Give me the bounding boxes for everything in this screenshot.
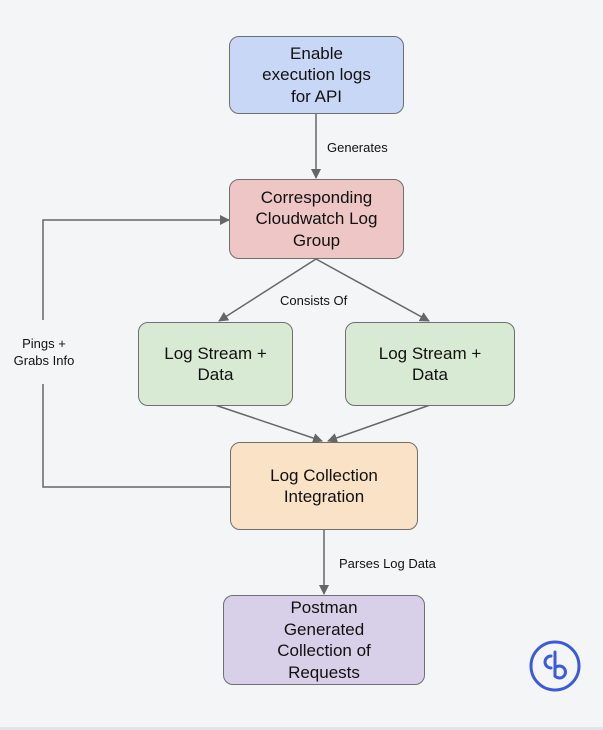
edge-pings-upper bbox=[42, 215, 230, 320]
edge-group-to-left-stream bbox=[218, 258, 317, 322]
bottom-divider bbox=[0, 727, 603, 730]
node-log-stream-right: Log Stream + Data bbox=[345, 322, 515, 406]
node-log-stream-left: Log Stream + Data bbox=[138, 322, 293, 406]
edge-pings-lower bbox=[42, 384, 230, 488]
node-enable-execution-logs: Enable execution logs for API bbox=[229, 36, 404, 114]
node-cloudwatch-log-group: Corresponding Cloudwatch Log Group bbox=[229, 179, 404, 259]
edge-label-parses-log-data: Parses Log Data bbox=[339, 556, 436, 571]
edge-left-stream-to-collection bbox=[214, 404, 323, 443]
cb-logo-icon bbox=[529, 640, 581, 692]
edge-group-to-right-stream bbox=[315, 258, 430, 322]
node-log-collection-integration: Log Collection Integration bbox=[230, 442, 418, 530]
edge-label-consists-of: Consists Of bbox=[280, 293, 348, 308]
edge-label-generates: Generates bbox=[327, 140, 388, 155]
node-postman-collection: Postman Generated Collection of Requests bbox=[223, 595, 425, 685]
edge-right-stream-to-collection bbox=[327, 404, 431, 443]
edge-label-pings-grabs-info: Pings + Grabs Info bbox=[13, 336, 75, 368]
